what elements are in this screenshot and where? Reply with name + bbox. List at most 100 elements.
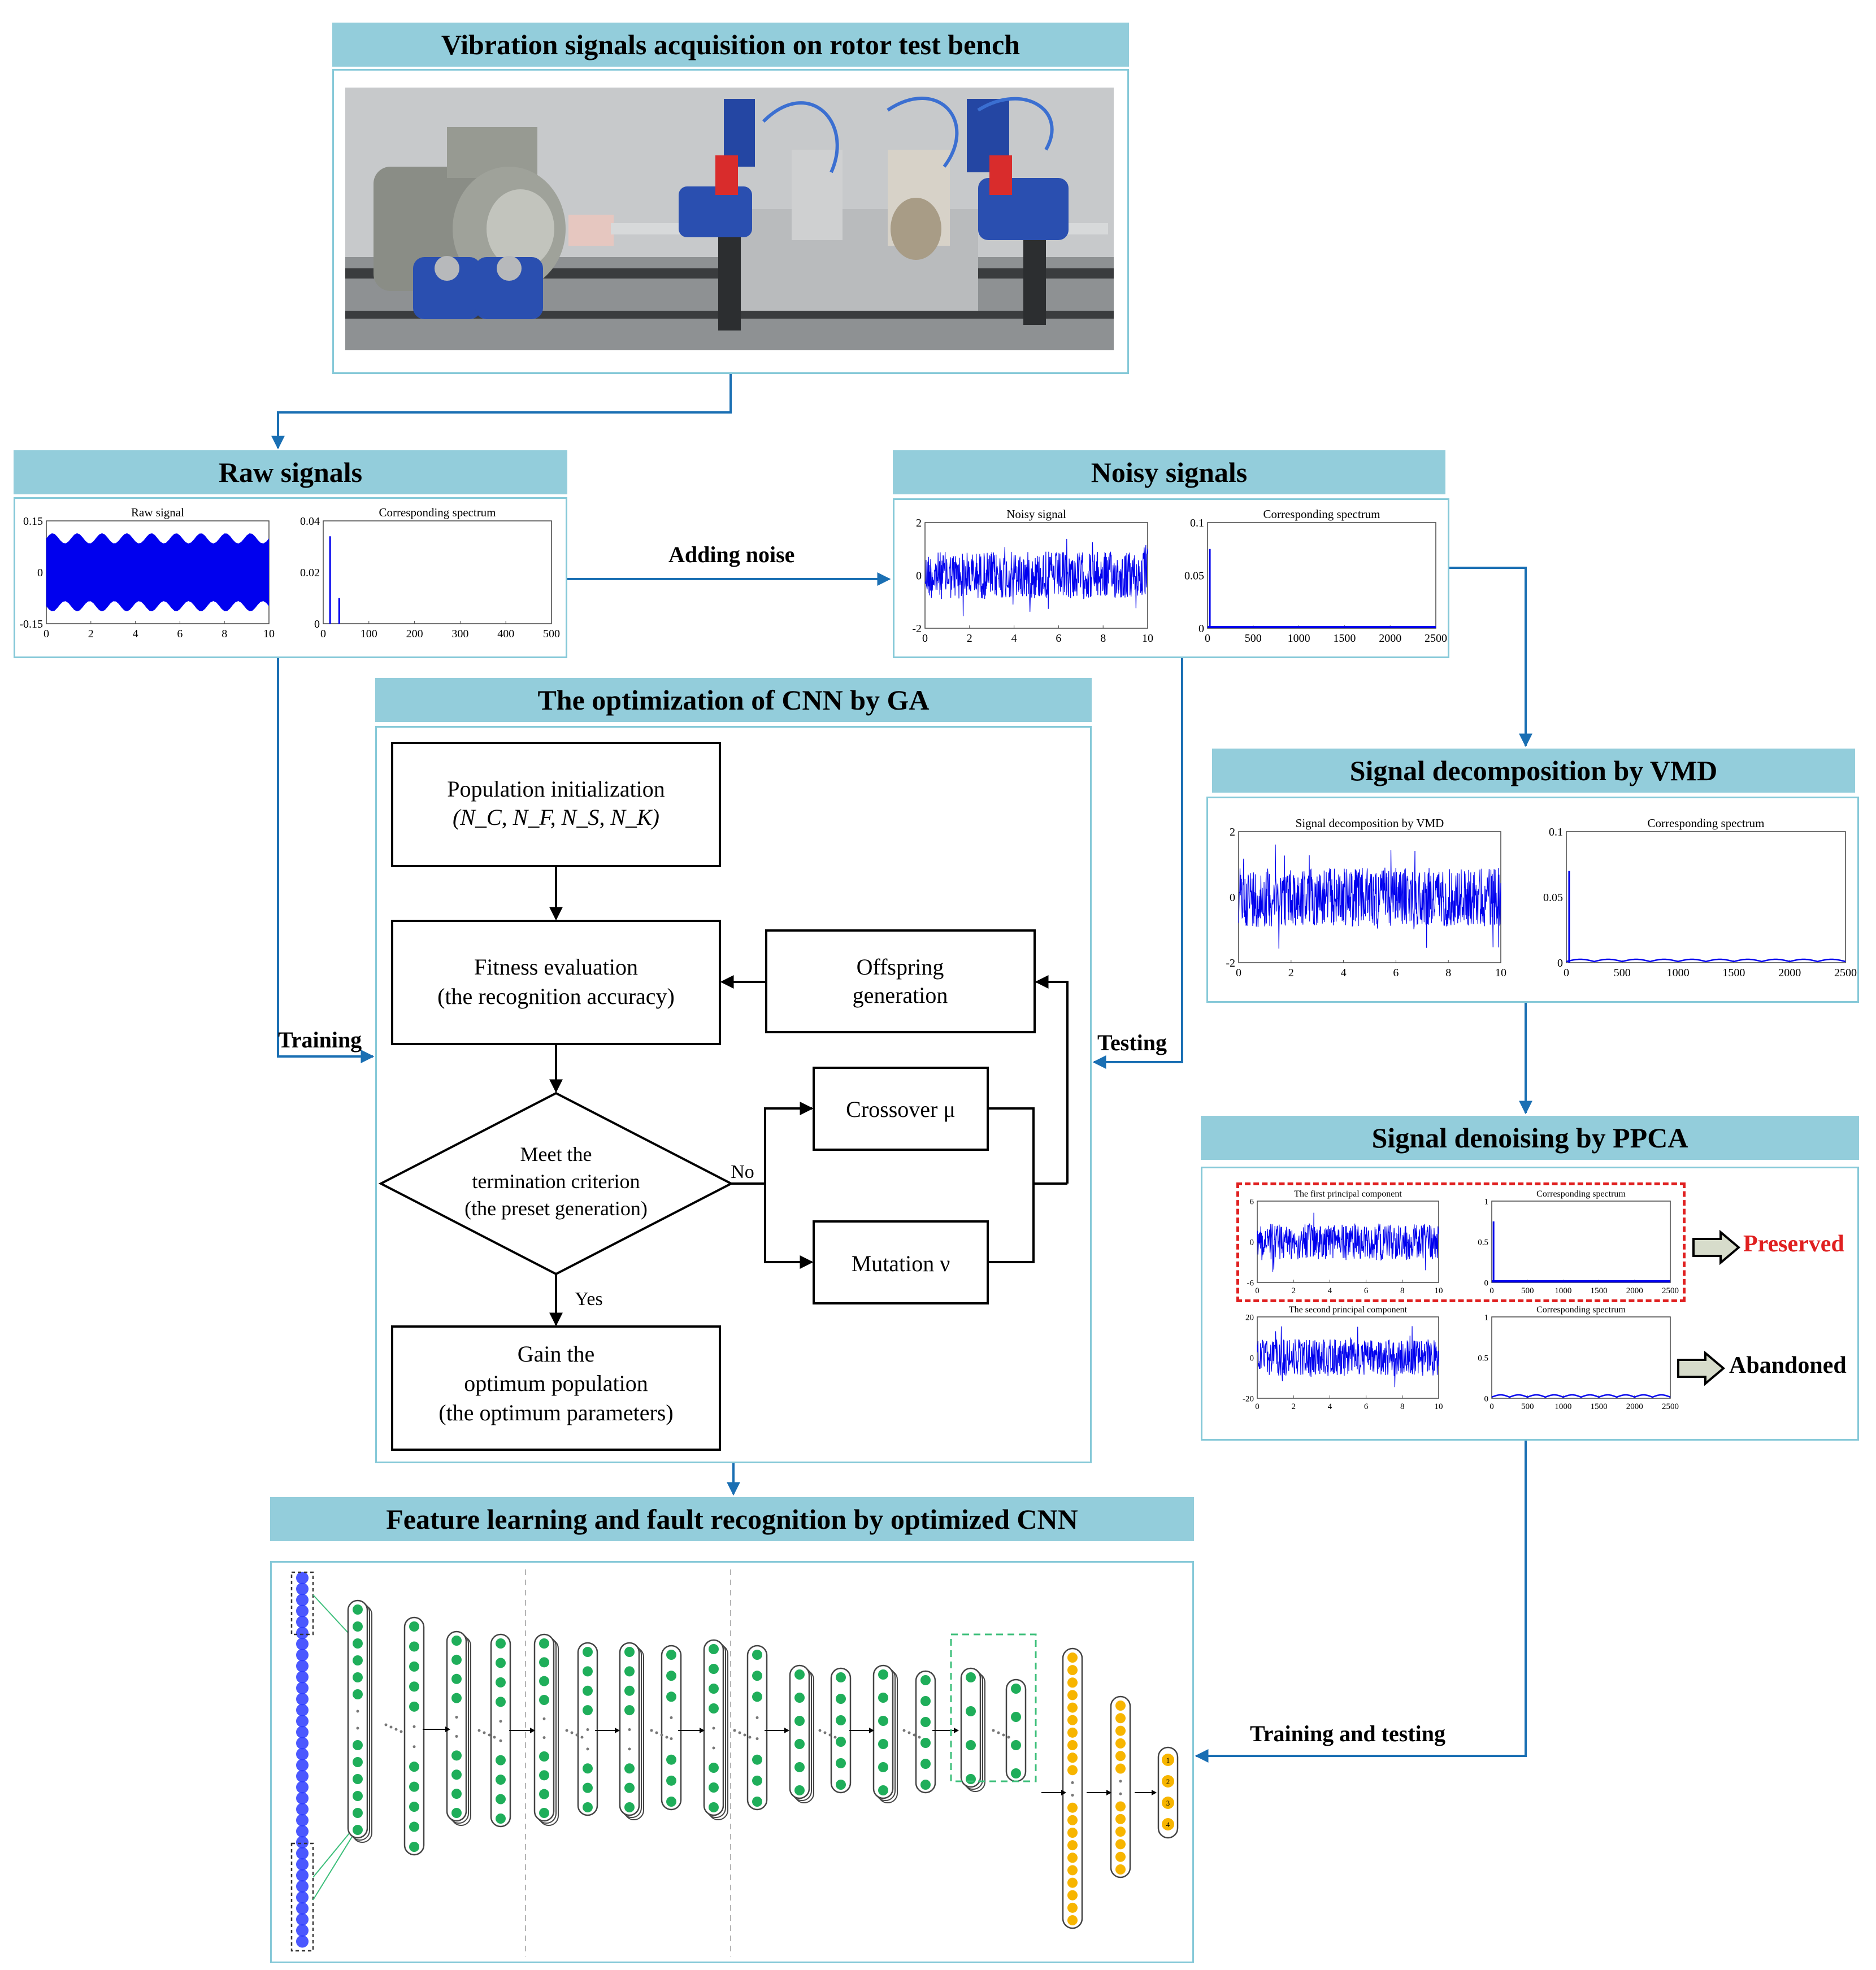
cnn-header: Feature learning and fault recognition b…: [270, 1497, 1194, 1541]
layer-arrow-head: [784, 1728, 789, 1733]
input-sample: [296, 1638, 309, 1650]
neuron: [409, 1681, 419, 1692]
ellipsis-dot: [575, 1733, 579, 1737]
signal-trace: [924, 538, 1148, 616]
layer-arrow-head: [615, 1728, 620, 1733]
crossover-text: Crossover μ: [846, 1097, 956, 1122]
ellipsis-dot: [833, 1736, 837, 1739]
neuron: [966, 1672, 976, 1682]
neuron: [539, 1808, 549, 1818]
feature-map: [960, 1667, 982, 1788]
neuron: [709, 1763, 719, 1773]
ellipsis-dot: [586, 1747, 589, 1751]
neuron: [353, 1621, 363, 1632]
plot-title: Corresponding spectrum: [1536, 1189, 1626, 1199]
plot-title: The first principal component: [1294, 1189, 1402, 1199]
x-tick-label: 300: [451, 628, 468, 640]
neuron: [1067, 1915, 1078, 1925]
neuron: [666, 1797, 676, 1807]
input-sample: [296, 1604, 309, 1617]
neuron: [451, 1789, 462, 1799]
init-line1: Population initialization: [447, 776, 665, 802]
neuron: [496, 1658, 506, 1668]
neuron: [353, 1774, 363, 1784]
ellipsis-dot: [455, 1734, 458, 1738]
ellipsis-dot: [733, 1729, 736, 1732]
x-tick-label: 0: [1255, 1286, 1260, 1295]
neuron: [539, 1751, 549, 1762]
y-tick-label: 0: [1250, 1354, 1254, 1363]
neuron: [1067, 1802, 1078, 1813]
spectrum-trace: [1491, 1394, 1671, 1398]
fitness-line1: Fitness evaluation: [474, 954, 638, 980]
connection-line: [312, 1826, 355, 1878]
neuron: [409, 1842, 419, 1852]
plot-title: Raw signal: [131, 506, 184, 519]
crossover-box: [813, 1067, 989, 1151]
ellipsis-dot: [1071, 1794, 1074, 1797]
x-tick-label: 2000: [1379, 632, 1401, 645]
neuron: [920, 1717, 931, 1727]
neuron: [1115, 1851, 1126, 1862]
y-tick-label: 0: [1198, 623, 1204, 635]
neuron: [794, 1693, 805, 1703]
neuron: [496, 1697, 506, 1707]
ellipsis-dot: [483, 1731, 486, 1734]
neuron: [583, 1763, 593, 1774]
ellipsis-dot: [738, 1731, 741, 1734]
gain-line3: (the optimum parameters): [438, 1400, 673, 1425]
neuron: [409, 1762, 419, 1772]
neuron: [794, 1762, 805, 1772]
neuron: [878, 1716, 888, 1726]
neuron: [583, 1705, 593, 1716]
neuron: [353, 1689, 363, 1699]
x-tick-label: 1500: [1591, 1286, 1608, 1295]
receptive-field-box: [290, 1842, 314, 1952]
neuron: [920, 1738, 931, 1748]
input-sample: [296, 1671, 309, 1684]
y-tick-label: -2: [1226, 957, 1235, 969]
signal-trace: [1257, 1212, 1439, 1272]
input-sample: [296, 1682, 309, 1694]
neuron: [583, 1647, 593, 1657]
input-sample: [296, 1572, 309, 1584]
output-neuron: [1162, 1775, 1174, 1788]
neuron: [409, 1701, 419, 1712]
x-tick-label: 1000: [1554, 1286, 1571, 1295]
ellipsis-dot: [384, 1723, 388, 1727]
preserved-arrow-icon: [1692, 1229, 1741, 1266]
y-tick-label: 0: [1250, 1238, 1254, 1247]
neuron: [666, 1650, 676, 1660]
x-tick-label: 10: [263, 628, 275, 640]
ellipsis-dot: [399, 1730, 403, 1733]
neuron: [1011, 1768, 1021, 1778]
x-tick-label: 2000: [1778, 967, 1801, 979]
neuron: [353, 1638, 363, 1649]
neuron: [1067, 1865, 1078, 1876]
neuron: [1067, 1840, 1078, 1851]
neuron: [353, 1808, 363, 1818]
feature-map: [403, 1616, 425, 1856]
plot-title: Corresponding spectrum: [379, 506, 496, 519]
y-tick-label: -0.15: [19, 618, 43, 630]
y-tick-label: 0: [314, 618, 320, 630]
input-sample: [296, 1726, 309, 1738]
input-sample: [296, 1627, 309, 1640]
neuron: [709, 1664, 719, 1674]
feature-map: [789, 1664, 810, 1799]
neuron: [709, 1684, 719, 1694]
ellipsis-dot: [586, 1728, 589, 1731]
x-tick-label: 100: [361, 628, 377, 640]
layer-arrow-head: [869, 1728, 874, 1733]
x-tick-label: 2500: [1834, 967, 1857, 979]
neuron: [920, 1675, 931, 1685]
x-tick-label: 4: [133, 628, 138, 640]
plot-title: Corresponding spectrum: [1647, 816, 1764, 830]
neuron: [583, 1782, 593, 1793]
y-tick-label: 0: [916, 570, 922, 582]
neuron: [1115, 1725, 1126, 1736]
ellipsis-dot: [755, 1716, 759, 1719]
x-tick-label: 6: [177, 628, 183, 640]
output-neuron: [1162, 1797, 1174, 1809]
